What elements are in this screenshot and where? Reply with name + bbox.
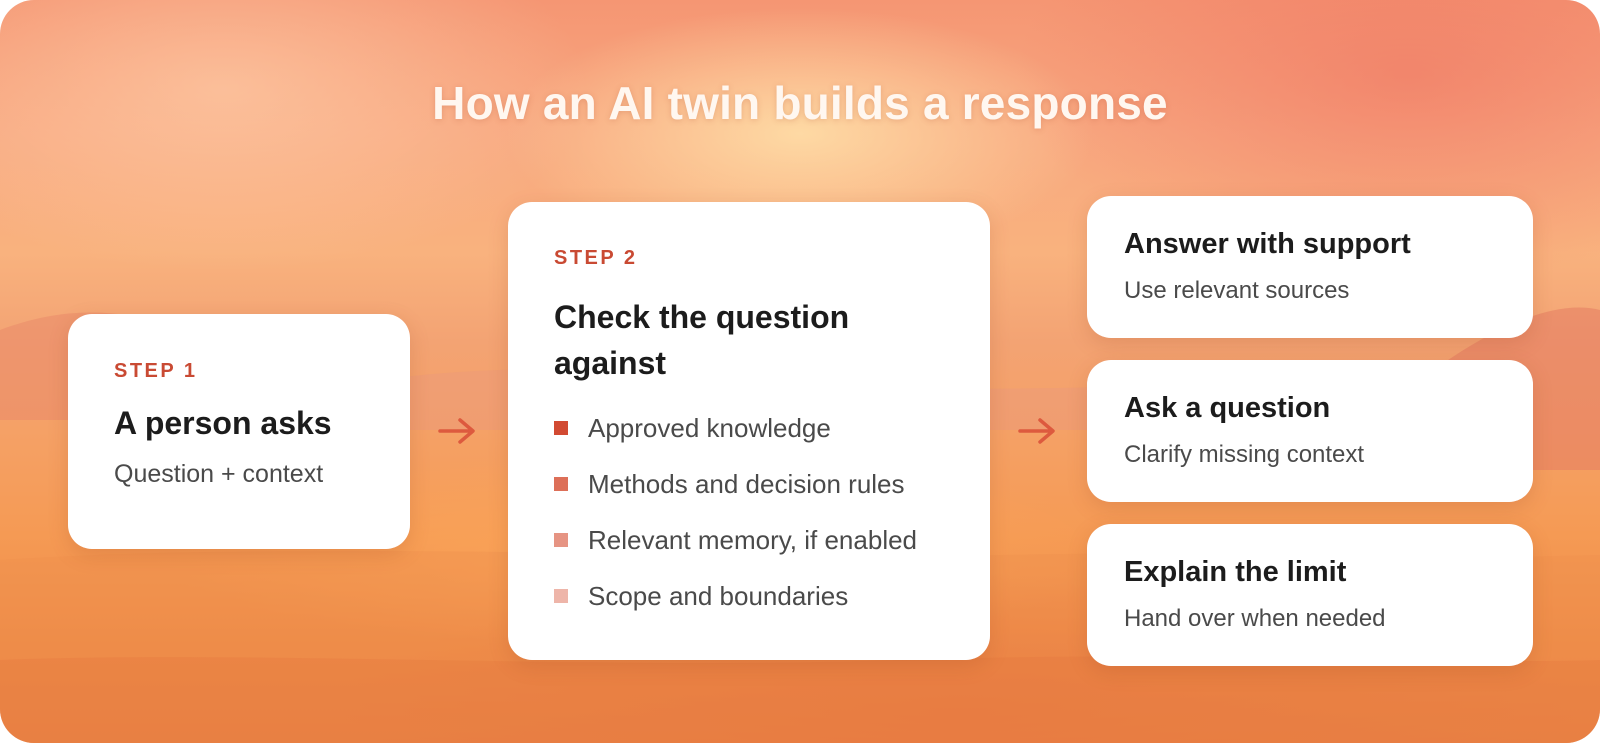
step-1-subtext: Question + context: [114, 460, 324, 488]
arrow-right-icon: [438, 418, 475, 444]
step-2-label: STEP 2: [554, 247, 638, 269]
outcome-heading: Ask a question: [1124, 392, 1331, 424]
check-item-label: Scope and boundaries: [588, 580, 849, 611]
outcome-subtext: Clarify missing context: [1124, 441, 1365, 468]
check-item-label: Approved knowledge: [588, 412, 831, 443]
outcome-subtext: Hand over when needed: [1124, 605, 1386, 632]
check-list-item: Scope and boundaries: [554, 568, 990, 624]
outcome-heading: Answer with support: [1124, 228, 1411, 260]
check-item-label: Methods and decision rules: [588, 468, 905, 499]
outcome-heading: Explain the limit: [1124, 556, 1347, 588]
outcome-subtext: Use relevant sources: [1124, 277, 1350, 304]
step-1-heading: A person asks: [114, 405, 332, 441]
arrow-right-icon: [1018, 418, 1055, 444]
outcome-card-answer: Answer with support Use relevant sources: [1087, 196, 1533, 338]
step-1-card: STEP 1 A person asks Question + context: [68, 314, 410, 549]
square-bullet-icon: [554, 421, 568, 435]
step-2-heading: Check the question against: [554, 299, 850, 381]
diagram-title: How an AI twin builds a response: [432, 77, 1168, 129]
square-bullet-icon: [554, 533, 568, 547]
check-item-label: Relevant memory, if enabled: [588, 524, 918, 555]
check-list-item: Approved knowledge: [554, 400, 990, 456]
square-bullet-icon: [554, 477, 568, 491]
outcome-card-ask: Ask a question Clarify missing context: [1087, 360, 1533, 502]
check-list-item: Relevant memory, if enabled: [554, 512, 990, 568]
step-2-card: STEP 2 Check the question against Approv…: [508, 202, 990, 660]
check-list: Approved knowledge Methods and decision …: [554, 400, 990, 624]
square-bullet-icon: [554, 589, 568, 603]
outcome-card-limit: Explain the limit Hand over when needed: [1087, 524, 1533, 666]
check-list-item: Methods and decision rules: [554, 456, 990, 512]
step-1-label: STEP 1: [114, 360, 198, 382]
